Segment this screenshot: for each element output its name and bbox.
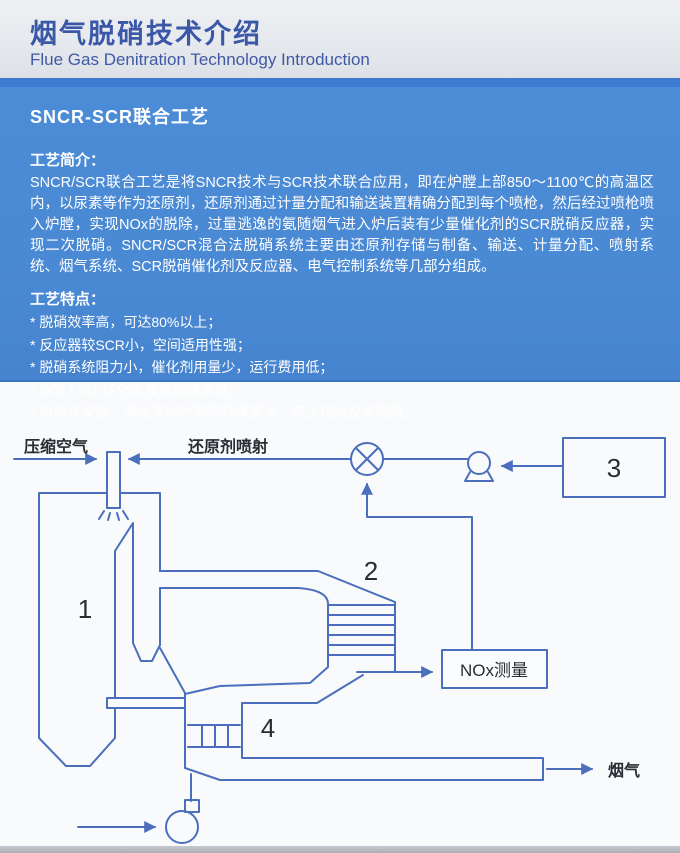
furnace-outline xyxy=(38,492,161,767)
reductant-injection-label: 还原剂喷射 xyxy=(187,437,268,456)
air-heater-box xyxy=(241,702,544,781)
down-duct-wall xyxy=(184,693,544,781)
page-edge xyxy=(0,846,680,853)
header-accent-band xyxy=(0,78,680,87)
nox-signal-line xyxy=(361,482,473,651)
flue-gas-label: 烟气 xyxy=(608,761,640,780)
intro-label: 工艺简介： xyxy=(30,152,106,169)
air-heater-number: 4 xyxy=(261,713,275,743)
economizer-tubes xyxy=(187,724,241,748)
rear-pass-lower-diagonal xyxy=(316,674,364,704)
scr-catalyst-layers xyxy=(327,604,396,656)
furnace-top-right-wall xyxy=(119,492,161,572)
dosing-pump-icon xyxy=(464,451,494,482)
gas-pass-inner-wall xyxy=(159,587,329,695)
injector-lance xyxy=(106,451,121,509)
compressed-air-label: 压缩空气 xyxy=(24,437,88,456)
platen-to-duct-diagonal xyxy=(159,647,186,694)
gas-pass-outer-wall xyxy=(159,570,396,673)
nox-measure-label: NOx测量 xyxy=(460,661,528,680)
document-header: 烟气脱硝技术介绍 Flue Gas Denitration Technology… xyxy=(0,0,680,78)
feature-item: * 脱硝效率高，可达80%以上； xyxy=(30,314,222,330)
tank-number: 3 xyxy=(607,453,621,483)
support-beam xyxy=(106,697,186,709)
intro-text: SNCR/SCR联合工艺是将SNCR技术与SCR技术联合应用，即在炉膛上部850… xyxy=(30,175,654,275)
nox-measure-box xyxy=(441,649,548,689)
page-title: 烟气脱硝技术介绍 xyxy=(30,19,262,49)
page-subtitle: Flue Gas Denitration Technology Introduc… xyxy=(30,50,370,69)
panel-title: SNCR-SCR联合工艺 xyxy=(30,107,210,127)
feature-item: * 可分步安装，满足不同时期的环保要求，减少初始投资费用。 xyxy=(30,404,418,420)
furnace-number: 1 xyxy=(78,594,92,624)
spray-nozzle-icon xyxy=(98,510,129,521)
features-label: 工艺特点： xyxy=(30,291,106,308)
feature-item: * 脱硝系统阻力小，催化剂用量少，运行费用低； xyxy=(30,359,334,375)
feature-item: * SO₂ / SO₃转化率及氨逃逸率低； xyxy=(30,381,243,398)
scr-pass-number: 2 xyxy=(364,556,378,586)
process-description-panel: SNCR-SCR联合工艺 工艺简介： SNCR/SCR联合工艺是将SNCR技术与… xyxy=(0,87,680,420)
fan-icon xyxy=(165,799,200,844)
feature-item: * 反应器较SCR小，空间适用性强； xyxy=(30,336,251,353)
control-valve-icon xyxy=(350,442,384,476)
reductant-tank-box xyxy=(562,437,666,498)
